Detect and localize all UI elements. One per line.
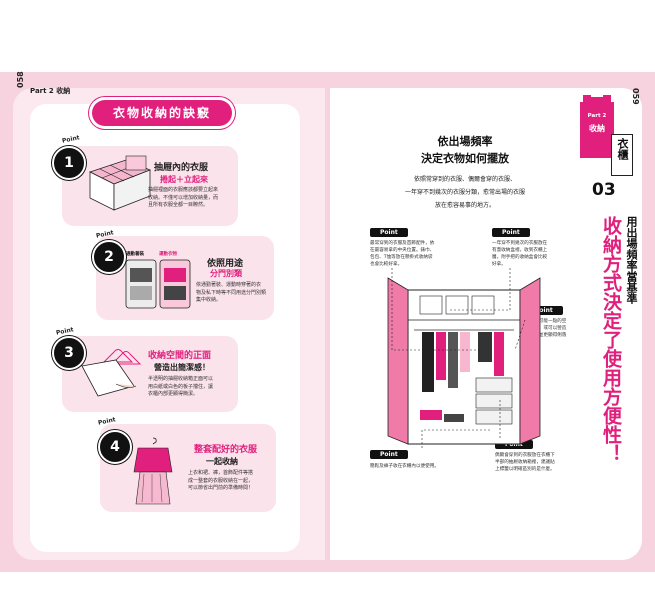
- right-page-number: 059: [631, 88, 640, 105]
- side-tag-part: Part 2: [587, 113, 607, 119]
- point-desc-2: 依通勤著裝、運動時穿著的衣物及私下時等不同用途分門別類集中收納。: [196, 282, 267, 303]
- right-point-label-2: Point: [492, 228, 530, 237]
- right-point-text-1: 最常穿到的衣服及首飾配件，依在最容易拿的中央位置。錶巾、包包、T恤等放在懸掛式收…: [370, 241, 435, 267]
- right-point-label-1: Point: [370, 228, 408, 237]
- point-subtitle-3: 營造出簡潔感！: [154, 363, 210, 372]
- tag-sports: 運動衣物: [159, 252, 177, 257]
- leader-lines: [391, 268, 526, 448]
- right-point-text-2: 一年穿不到幾次的衣服放在有蓋收納盒裡，收到衣櫃上層。附手把的收納盒會比較好拿。: [492, 241, 548, 267]
- point-number-4: 4: [98, 430, 132, 464]
- point-number-2: 2: [92, 240, 126, 274]
- right-intro: 依照常穿到的衣服、偶爾會穿的衣服、一年穿不到幾次的衣服分類，愈常出場的衣服放在愈…: [404, 176, 525, 209]
- point-title-4: 整套配好的衣服: [194, 445, 258, 455]
- tag-commute: 通勤著裝: [126, 252, 144, 257]
- category-label: 衣櫃: [616, 138, 629, 160]
- wardrobe-illustration: [387, 277, 541, 445]
- point-subtitle-2: 分門別類: [210, 269, 242, 278]
- point-desc-3: 半透明的抽屜收納箱正面可以用白紙或白色的板子擋住，讓衣櫃內部更顯得簡潔。: [148, 376, 214, 397]
- right-title: 依出場頻率 決定衣物如何擺放: [421, 135, 509, 165]
- point-desc-1: 抽屜裡面的衣服應該都要立起來收納。不僅可以增加收納量，而且所有衣服全都一目瞭然。: [148, 187, 219, 208]
- point-title-1: 抽屜內的衣服: [154, 163, 209, 173]
- point-title-3: 收納空間的正面: [148, 351, 212, 361]
- point-number-3: 3: [52, 336, 86, 370]
- chapter-title: 收納方式決定了使用方便性！: [600, 216, 622, 463]
- right-point-text-4: 簡鬆及褲子收在衣櫃內以便使用。: [370, 464, 439, 469]
- left-part-label: Part 2 收納: [30, 87, 71, 95]
- bag-shaped-label: [576, 92, 618, 162]
- outfit-on-hanger-illustration: [133, 437, 173, 505]
- point-title-2: 依照用途: [207, 259, 244, 269]
- category-box: [611, 134, 633, 176]
- point-desc-4: 上衣和裙、褲，首飾配件等搭成一整套的衣服收納在一起，可以節省出門前的準備時間！: [188, 470, 254, 491]
- right-point-label-4: Point: [370, 450, 408, 459]
- storage-boxes-illustration: [125, 259, 191, 309]
- right-point-text-5: 偶爾會穿到的衣服放在衣櫃下半部的抽屜收納箱裡，建議貼上標籤以明確區別的是什麼。: [495, 453, 555, 472]
- right-point-label-3: Point: [525, 306, 563, 315]
- left-page-number: 058: [16, 71, 25, 88]
- chapter-subtitle: 用出場頻率當基準: [625, 216, 638, 304]
- chapter-number: 03: [592, 180, 616, 200]
- drawer-organizer-illustration: [88, 155, 152, 211]
- side-tag-label: 收納: [589, 124, 605, 133]
- point-subtitle-1: 捲起＋立起來: [160, 175, 208, 184]
- section-title: 衣物收納的訣竅: [92, 100, 232, 126]
- point-number-1: 1: [52, 146, 86, 180]
- point-subtitle-4: 一起收納: [206, 457, 238, 466]
- hangers-and-panel-illustration: [81, 349, 142, 397]
